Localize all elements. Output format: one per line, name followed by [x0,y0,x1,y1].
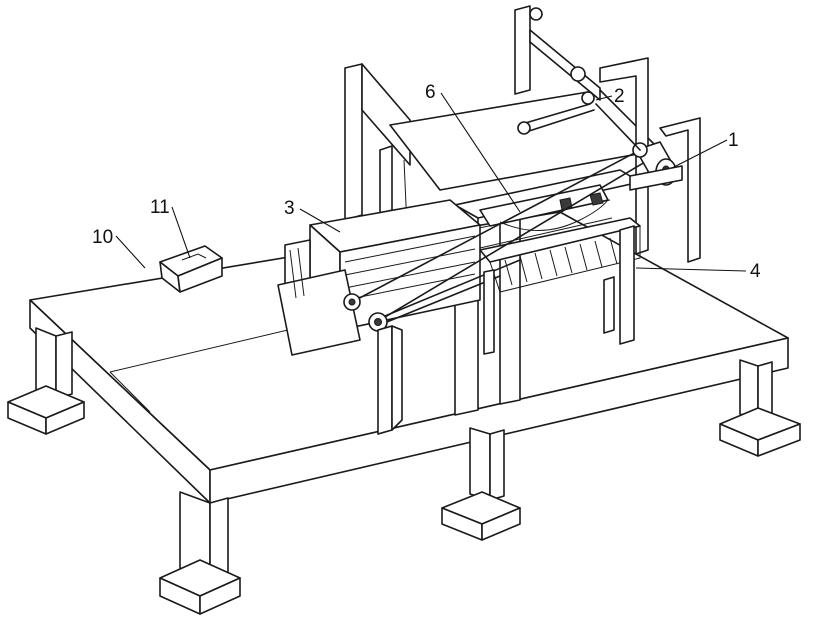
front-posts [377,269,495,435]
drive-belts [343,149,646,332]
callout-3: 3 [284,198,295,219]
press-assembly [479,184,609,231]
callout-4: 4 [750,261,761,282]
upper-drive-arm [514,5,641,151]
feeding-box [277,199,481,356]
upper-frame [344,57,701,263]
callout-6: 6 [425,82,436,103]
callout-1: 1 [728,130,739,151]
callout-10: 10 [92,227,113,248]
callout-11: 11 [150,197,170,218]
callout-2: 2 [614,86,625,107]
leader-lines [115,92,747,272]
table-legs [7,327,801,615]
callout-labels: 1 2 3 4 6 10 11 [92,82,761,282]
comb-rack [479,217,641,345]
control-box [159,245,223,293]
